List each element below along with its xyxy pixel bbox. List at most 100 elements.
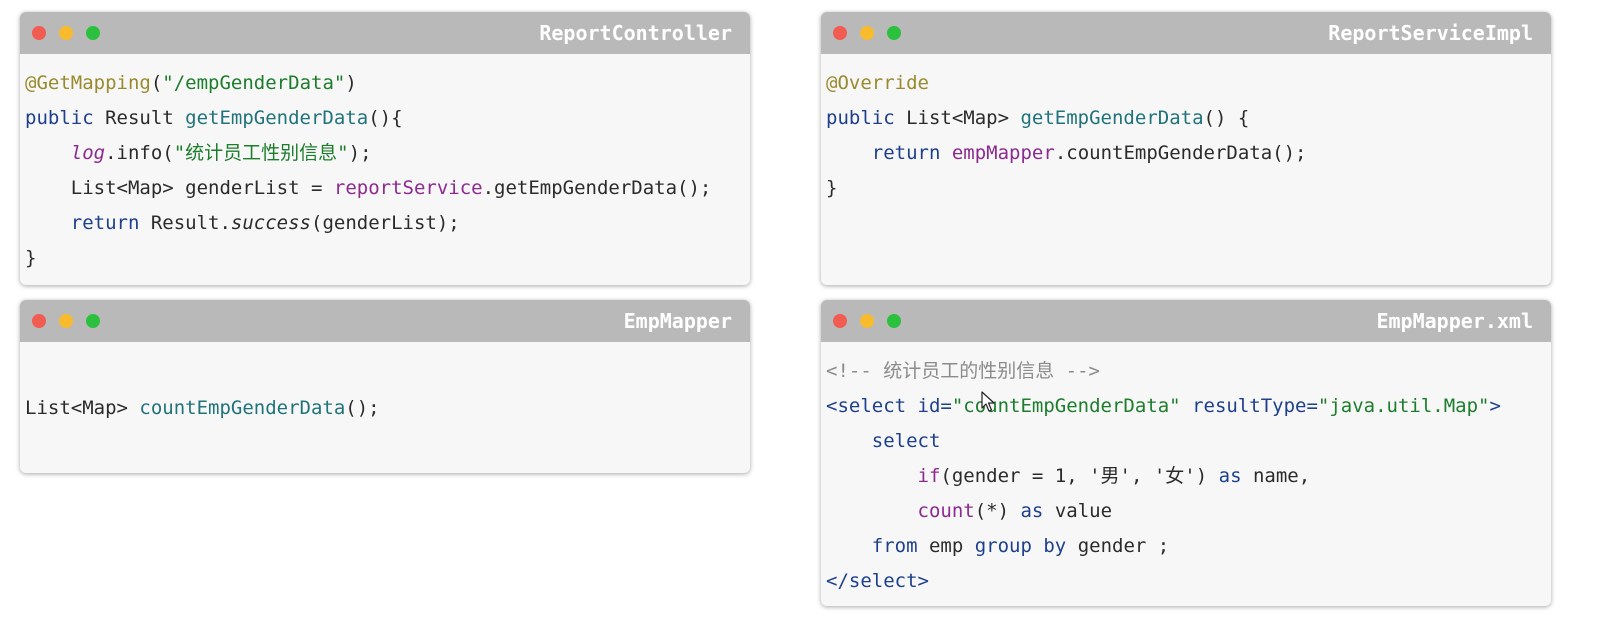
indent [826,142,872,164]
window-titlebar: ReportController [20,12,750,54]
indent [826,430,872,452]
code-line: @GetMapping("/empGenderData") [25,66,750,101]
code-block: <!-- 统计员工的性别信息 --> <select id="countEmpG… [821,342,1551,599]
code-line: log.info("统计员工性别信息"); [25,136,750,171]
field-name: reportService [333,177,483,199]
window-titlebar: EmpMapper.xml [821,300,1551,342]
code-token: (); [345,397,380,419]
code-line: List<Map> genderList = reportService.get… [25,171,750,206]
keyword: return [871,142,941,164]
xml-tag: </select> [826,570,929,592]
xml-tag: <select [826,395,907,417]
code-line: return Result.success(genderList); [25,206,750,241]
close-dot-icon[interactable] [833,26,847,40]
report-controller-window: ReportController @GetMapping("/empGender… [20,12,750,285]
method-name: countEmpGenderData [139,397,346,419]
code-line: List<Map> countEmpGenderData(); [25,391,750,426]
emp-mapper-xml-window: EmpMapper.xml <!-- 统计员工的性别信息 --> <select… [821,300,1551,606]
close-dot-icon[interactable] [833,314,847,328]
code-line: from emp group by gender ; [826,529,1551,564]
code-block: @Override public List<Map> getEmpGenderD… [821,54,1551,206]
code-line: <!-- 统计员工的性别信息 --> [826,354,1551,389]
code-token: Result. [139,212,231,234]
code-token: .countEmpGenderData(); [1054,142,1307,164]
string-literal: "统计员工性别信息" [173,142,349,164]
sql-keyword: as [1218,465,1242,487]
code-token: List<Map> genderList = [70,177,334,199]
code-token: ( [150,72,163,94]
attribute-value: "countEmpGenderData" [951,395,1181,417]
code-token: List<Map> [25,397,140,419]
code-token: value [1043,500,1113,522]
indent [25,177,71,199]
code-token: emp [917,535,975,557]
code-token: ) [345,72,357,94]
close-dot-icon[interactable] [32,314,46,328]
minimize-dot-icon[interactable] [860,314,874,328]
keyword: return [70,212,140,234]
xml-attribute: resultType= [1180,395,1318,417]
window-titlebar: ReportServiceImpl [821,12,1551,54]
sql-keyword: group by [974,535,1067,557]
field-name: empMapper [951,142,1055,164]
code-line: public List<Map> getEmpGenderData() { [826,101,1551,136]
static-field: log [70,142,106,164]
code-token: (genderList); [311,212,460,234]
code-line: @Override [826,66,1551,101]
mouse-cursor-icon [981,391,995,412]
code-line: <select id="countEmpGenderData" resultTy… [826,389,1551,424]
code-line: </select> [826,564,1551,599]
code-line: } [25,241,750,276]
code-token: name, [1241,465,1311,487]
close-dot-icon[interactable] [32,26,46,40]
code-token: () { [1203,107,1250,129]
static-method: success [230,212,311,234]
window-title: ReportController [539,21,732,45]
indent [826,500,918,522]
code-token: } [826,177,838,199]
string-literal: "/empGenderData" [162,72,346,94]
window-titlebar: EmpMapper [20,300,750,342]
maximize-dot-icon[interactable] [887,314,901,328]
window-title: EmpMapper.xml [1376,309,1533,333]
indent [826,535,872,557]
report-service-impl-window: ReportServiceImpl @Override public List<… [821,12,1551,285]
annotation: @Override [826,72,929,94]
sql-function: if [917,465,941,487]
annotation: @GetMapping [25,72,151,94]
window-title: ReportServiceImpl [1328,21,1533,45]
xml-attribute: id= [906,395,952,417]
code-token: List<Map> [894,107,1021,129]
code-line: select [826,424,1551,459]
indent [25,142,71,164]
minimize-dot-icon[interactable] [860,26,874,40]
maximize-dot-icon[interactable] [86,26,100,40]
code-block: List<Map> countEmpGenderData(); [20,342,750,426]
code-token: (gender = 1, '男', '女') [940,465,1219,487]
attribute-value: "java.util.Map" [1317,395,1490,417]
code-token: Result [93,107,186,129]
sql-keyword: from [871,535,918,557]
code-line: count(*) as value [826,494,1551,529]
xml-comment: <!-- 统计员工的性别信息 --> [826,360,1100,382]
code-token: (){ [368,107,403,129]
maximize-dot-icon[interactable] [86,314,100,328]
sql-keyword: as [1020,500,1044,522]
emp-mapper-window: EmpMapper List<Map> countEmpGenderData()… [20,300,750,473]
code-token: (*) [974,500,1021,522]
minimize-dot-icon[interactable] [59,314,73,328]
indent [826,465,918,487]
minimize-dot-icon[interactable] [59,26,73,40]
window-title: EmpMapper [623,309,732,333]
keyword: public [25,107,94,129]
method-name: getEmpGenderData [185,107,369,129]
code-token: ); [348,142,372,164]
sql-keyword: select [871,430,941,452]
code-token: .info( [105,142,174,164]
method-name: getEmpGenderData [1020,107,1204,129]
code-token: gender ; [1066,535,1170,557]
maximize-dot-icon[interactable] [887,26,901,40]
code-line: } [826,171,1551,206]
code-line: return empMapper.countEmpGenderData(); [826,136,1551,171]
code-token: .getEmpGenderData(); [482,177,712,199]
